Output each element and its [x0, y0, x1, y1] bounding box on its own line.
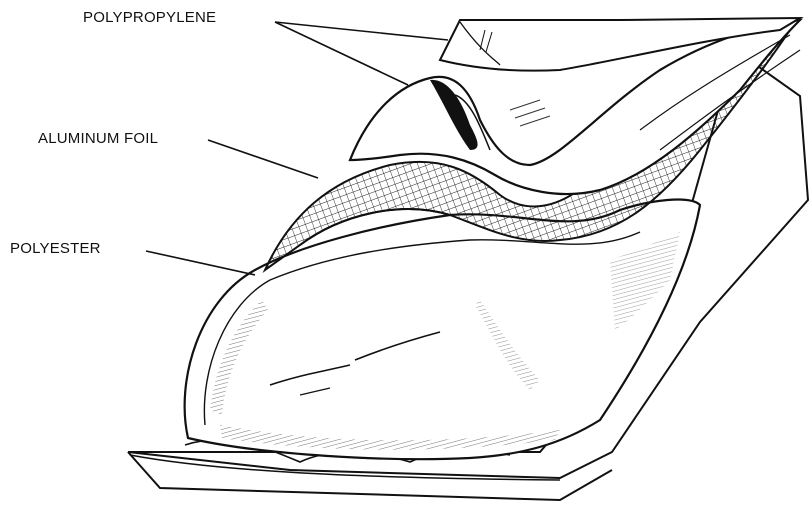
leader-aluminum-foil [208, 140, 318, 178]
leader-polypropylene-b [275, 22, 408, 85]
label-polypropylene: POLYPROPYLENE [83, 10, 216, 25]
label-aluminum-foil: ALUMINUM FOIL [38, 131, 158, 146]
leader-polypropylene-a [275, 22, 448, 40]
leader-polyester [146, 251, 255, 275]
label-polyester: POLYESTER [10, 241, 101, 256]
